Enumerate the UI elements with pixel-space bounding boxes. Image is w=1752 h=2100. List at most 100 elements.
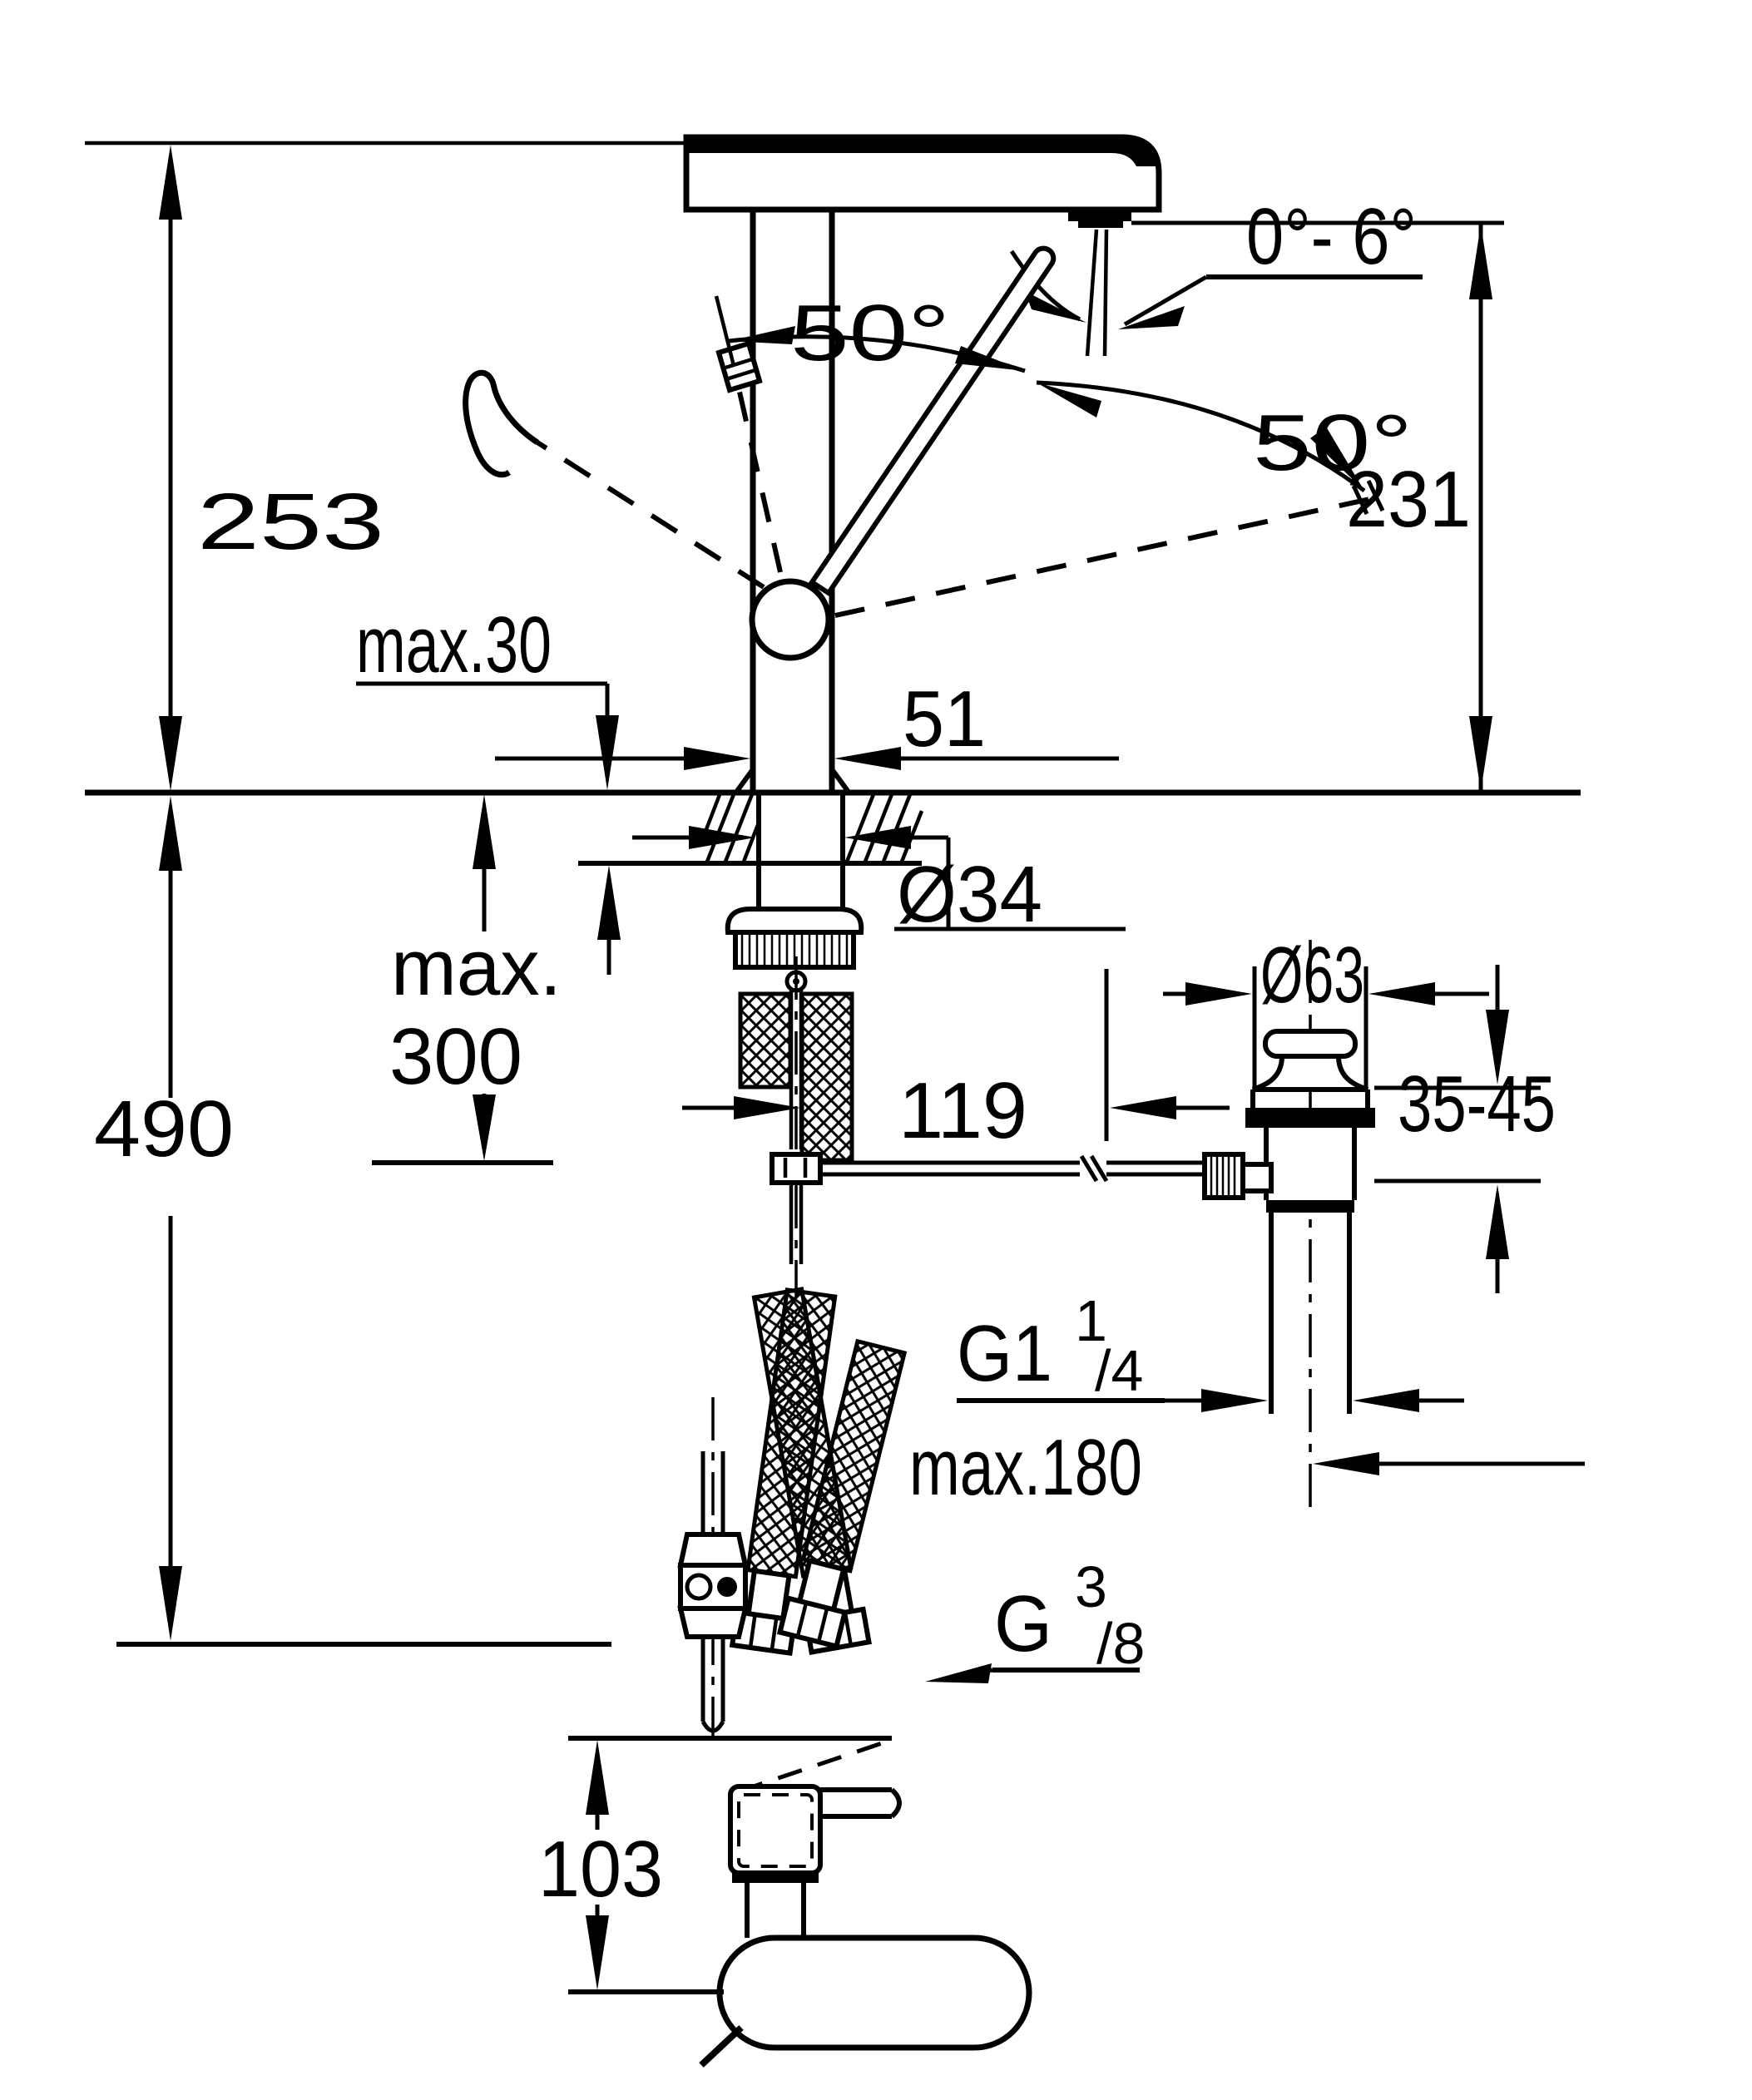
supply-hoses-lower (677, 1287, 908, 1747)
linkage-block (770, 1152, 823, 1185)
rod-tail (699, 2025, 744, 2068)
coupler-eye-left (685, 1573, 713, 1601)
waste-flange-band (1245, 1108, 1375, 1128)
rod-break-symbol (1079, 1154, 1109, 1183)
angle-arc (1036, 380, 1366, 493)
hex-nut (776, 1595, 849, 1650)
arrow-left-icon (1313, 1452, 1379, 1475)
thread-g1-numerator: 1 (1075, 1288, 1107, 1353)
dim-rod-length: max.180 (909, 1423, 1585, 1512)
arrow-right-icon (1185, 982, 1252, 1006)
dim-waste-diameter: Ø63 (1163, 931, 1489, 1088)
dim-spout-reach-119: 119 (682, 969, 1230, 1155)
lever-back-tip-ticks (725, 357, 756, 381)
arrow-up-icon (597, 865, 621, 940)
dim-103-label: 103 (538, 1825, 663, 1914)
shank-tube (756, 793, 845, 909)
deck-hatching (701, 792, 924, 862)
washer (725, 907, 864, 935)
dim-deck-thickness: max.30 (356, 600, 621, 975)
waste-plug-cap (1263, 1029, 1358, 1059)
mounting-shank (725, 793, 864, 993)
arrow-down-icon (1486, 1010, 1509, 1085)
arrow-up-icon (473, 794, 496, 869)
lever-back-dashed (735, 380, 783, 573)
waste-upper-body (1250, 1090, 1370, 1108)
body-column (750, 210, 835, 793)
pop-up-waste (1202, 940, 1375, 1510)
arrow-up-icon (1037, 383, 1101, 418)
dim-height-253: 253 (85, 141, 686, 791)
leader (356, 681, 610, 715)
rod-lower (700, 1637, 725, 1733)
dim-35-45-label: 35-45 (1398, 1060, 1556, 1149)
arrow-left-icon (925, 1663, 992, 1683)
arrow-right-icon (955, 346, 1025, 371)
extension-lines (1252, 966, 1368, 1088)
arrow-up-icon (1469, 225, 1492, 299)
linkage-block-ticks (783, 1158, 808, 1178)
dim-lever-angle-front: 50° (1036, 380, 1413, 493)
pull-rod-coupler (677, 1397, 749, 1747)
dashed-rod-line (738, 1739, 888, 1794)
arrow-down-icon (1310, 427, 1364, 491)
spout-top-bar (686, 136, 1156, 166)
mounting-template-view: 103 (538, 1736, 1032, 2068)
dim-hose-length: max. 300 (372, 794, 562, 1165)
rod-upper (700, 1451, 725, 1534)
dim-outlet-height-231: 231 (1346, 223, 1492, 793)
block-band (732, 1871, 819, 1883)
arrow-right-icon (1201, 1389, 1268, 1412)
hose-outer (776, 1338, 908, 1650)
faucet-body (463, 210, 1385, 793)
supply-hoses-upper (738, 956, 854, 1185)
arrow-down-icon (586, 1915, 609, 1990)
thread-g38-label: G (994, 1579, 1052, 1668)
coupler-bottom (677, 1606, 749, 1639)
coupler-top (677, 1532, 749, 1568)
arrow-down-icon (596, 715, 619, 790)
arrow-left-icon (1110, 1096, 1176, 1119)
dim-clamping-range: 35-45 (1374, 965, 1556, 1293)
pop-up-linkage (770, 1152, 1205, 1297)
thread-g1-label: G1 (957, 1309, 1052, 1398)
dim-max180-label: max.180 (909, 1423, 1142, 1512)
thread-g38-denominator: /8 (1096, 1611, 1145, 1676)
dim-overall-height-490: 490 (94, 796, 611, 1647)
dim-shank-diameter: Ø34 (632, 826, 1126, 939)
lever-solid (808, 245, 1057, 597)
braided-hose-left (738, 991, 793, 1090)
waste-flare (1252, 1054, 1368, 1092)
arrow-left-icon (1368, 982, 1435, 1006)
water-stream (1085, 229, 1109, 357)
dim-waste-thread: G1 1 /4 (957, 1288, 1464, 1412)
coupler-eye-right (717, 1577, 737, 1597)
arrow-right-icon (1025, 291, 1086, 323)
pull-rod-lower (789, 1183, 804, 1264)
lever-forward-tip-ticks (1351, 479, 1385, 516)
knob-knurling (1210, 1156, 1236, 1196)
aerator-icon (1068, 210, 1131, 228)
thread-g1-denominator: /4 (1095, 1338, 1143, 1403)
dim-o63-label: Ø63 (1260, 931, 1364, 1020)
hex-nut-facets (749, 1616, 779, 1649)
waste-body-fill (1266, 1128, 1354, 1200)
arrow-right-icon (734, 1096, 800, 1119)
arrow-up-icon (586, 1740, 609, 1815)
arrow-down-icon (159, 716, 182, 791)
lever-back-extension (714, 295, 736, 367)
dim-supply-thread: G 3 /8 (925, 1554, 1145, 1683)
body-base-flare (735, 768, 850, 793)
arrow-left-icon (1118, 306, 1185, 329)
dim-253-label: 253 (197, 477, 384, 566)
dim-max-label: max. (391, 923, 562, 1012)
arrow-down-icon (1469, 716, 1492, 791)
arrow-right-icon (684, 747, 750, 770)
cartridge-circle (749, 578, 832, 661)
dim-body-width-51: 51 (495, 674, 1119, 770)
drain-tube (1269, 1213, 1352, 1414)
hex-nut-facets (796, 1603, 829, 1641)
arrow-down-icon (473, 1094, 496, 1161)
dim-50-front-label: 50° (1253, 398, 1413, 487)
